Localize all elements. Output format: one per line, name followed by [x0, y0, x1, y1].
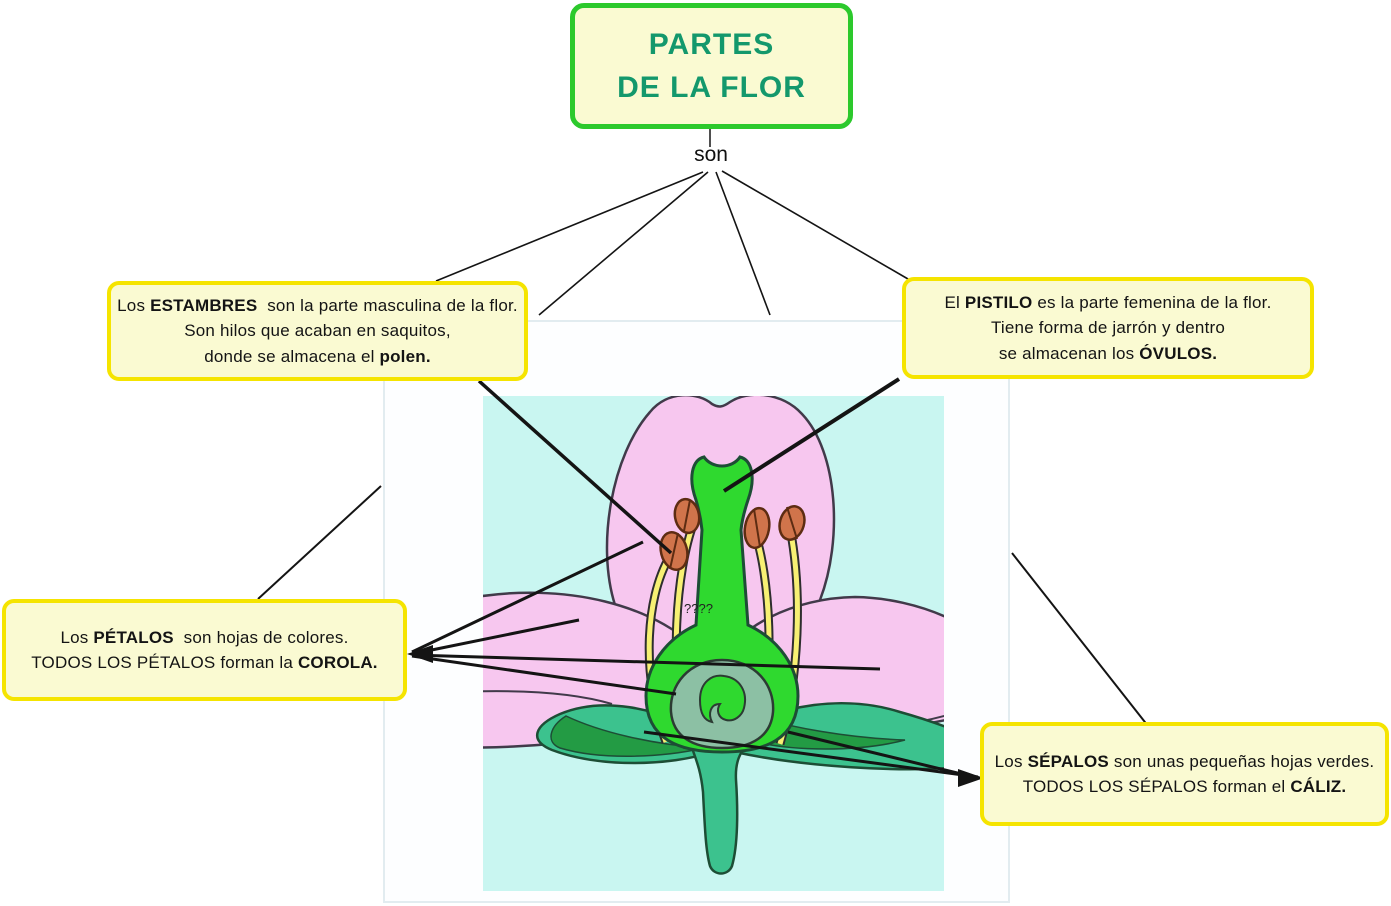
note-text-line: Tiene forma de jarrón y dentro — [990, 318, 1226, 338]
connector-son-to-estambres — [435, 171, 704, 282]
connector-son-branch-right — [715, 171, 771, 316]
connector-son-to-pistilo — [721, 170, 909, 280]
note-text-line: Son hilos que acaban en saquitos, — [184, 321, 451, 341]
note-text-line: Los ESTAMBRES son la parte masculina de … — [117, 295, 518, 315]
flower-illustration: ???? — [483, 396, 944, 891]
connector-frame-to-petalos-box — [257, 485, 382, 600]
ovule-inner — [698, 674, 746, 724]
note-pistilo: El PISTILO es la parte femenina de la fl… — [902, 277, 1314, 379]
note-petalos: Los PÉTALOS son hojas de colores. TODOS … — [2, 599, 407, 701]
note-text-line: TODOS LOS PÉTALOS forman la COROLA. — [31, 653, 378, 672]
note-text-line: Los SÉPALOS son unas pequeñas hojas verd… — [994, 751, 1375, 771]
note-text-line: TODOS LOS SÉPALOS forman el CÁLIZ. — [1022, 777, 1347, 796]
mystery-label: ???? — [684, 601, 713, 616]
note-text-line: se almacenan los ÓVULOS. — [998, 343, 1218, 363]
connector-son-branch-left — [538, 171, 709, 316]
title-box: PARTES DE LA FLOR — [570, 3, 853, 129]
note-text-line: Los PÉTALOS son hojas de colores. — [60, 627, 349, 647]
note-estambres: Los ESTAMBRES son la parte masculina de … — [107, 281, 528, 381]
title-line-1: PARTES — [648, 27, 775, 61]
note-text-line: donde se almacena el polen. — [204, 346, 431, 366]
connector-frame-to-sepalos-box — [1011, 552, 1149, 727]
note-sepalos: Los SÉPALOS son unas pequeñas hojas verd… — [980, 722, 1389, 826]
note-text-line: El PISTILO es la parte femenina de la fl… — [944, 292, 1272, 312]
son-label: son — [694, 143, 728, 166]
title-line-2: DE LA FLOR — [617, 71, 806, 104]
stamen-anthers — [659, 497, 806, 571]
